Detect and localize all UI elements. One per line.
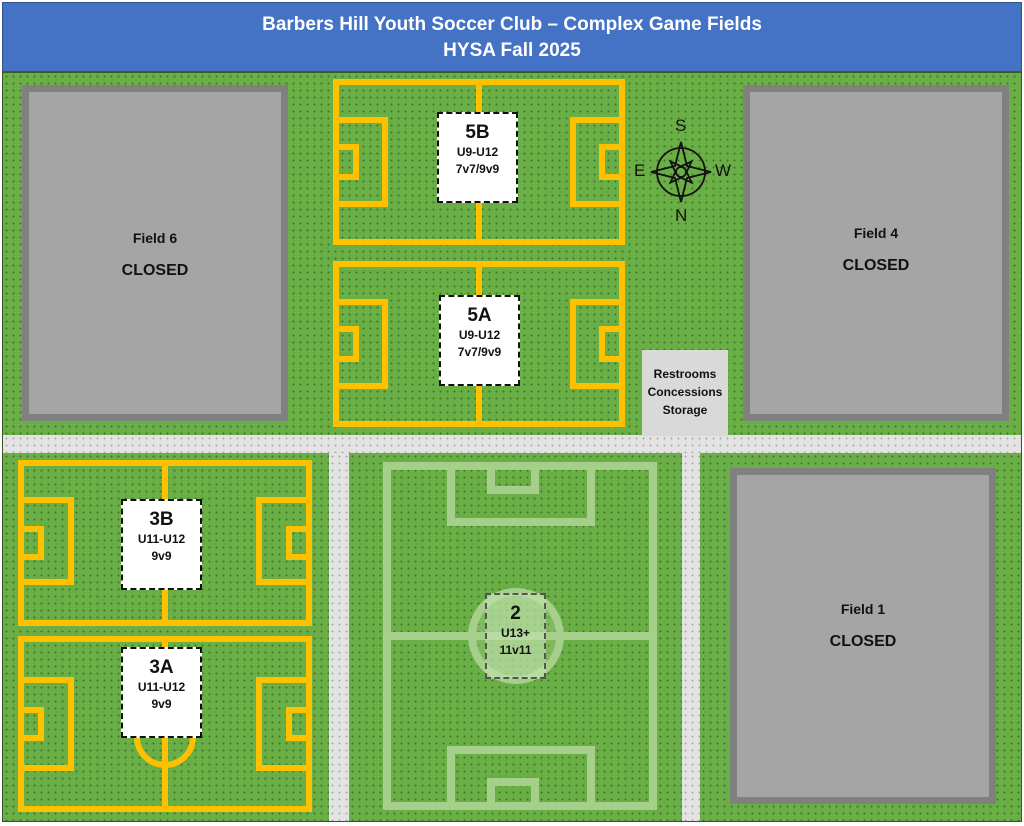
compass-left-label: E xyxy=(634,161,646,180)
field-1-name: Field 1 xyxy=(840,601,886,617)
walkway-vertical-west xyxy=(329,453,349,821)
field-5b-format: 7v7/9v9 xyxy=(455,162,500,176)
field-3a-age: U11-U12 xyxy=(137,680,186,694)
field-3a-id: 3A xyxy=(149,657,174,678)
compass-bottom-label: N xyxy=(675,206,688,225)
compass-rose-icon xyxy=(650,141,712,203)
map-subtitle: HYSA Fall 2025 xyxy=(443,40,581,61)
compass-right-label: W xyxy=(715,161,732,180)
field-5b-label[interactable]: 5B U9-U12 7v7/9v9 xyxy=(437,112,518,203)
map-title: Barbers Hill Youth Soccer Club – Complex… xyxy=(262,14,762,35)
compass-top-label: S xyxy=(675,116,687,135)
field-5b-age: U9-U12 xyxy=(456,145,499,159)
field-2-label[interactable]: 2 U13+ 11v11 xyxy=(485,593,546,679)
field-3a-pitch[interactable] xyxy=(15,633,315,815)
field-6-status: CLOSED xyxy=(121,262,189,279)
field-5a-format: 7v7/9v9 xyxy=(457,345,502,359)
complex-map: Field 6 CLOSED Field 4 CLOSED Field 1 CL… xyxy=(2,72,1022,822)
map-header: Barbers Hill Youth Soccer Club – Complex… xyxy=(2,2,1022,72)
field-3b-age: U11-U12 xyxy=(137,532,186,546)
building-line-storage: Storage xyxy=(662,403,708,417)
building-line-concessions: Concessions xyxy=(647,385,723,399)
field-5a-id: 5A xyxy=(467,305,492,326)
building-line-restrooms: Restrooms xyxy=(653,367,717,381)
field-1-closed[interactable]: Field 1 CLOSED xyxy=(730,468,996,804)
field-3a-format: 9v9 xyxy=(151,697,172,711)
field-4-status: CLOSED xyxy=(842,257,910,274)
field-1-status: CLOSED xyxy=(829,633,897,650)
field-2-format: 11v11 xyxy=(499,643,532,657)
field-6-name: Field 6 xyxy=(132,230,178,246)
walkway-horizontal xyxy=(3,435,1021,453)
field-6-closed[interactable]: Field 6 CLOSED xyxy=(22,85,288,421)
field-4-name: Field 4 xyxy=(853,225,899,241)
field-2-id: 2 xyxy=(510,603,521,624)
field-3a-label[interactable]: 3A U11-U12 9v9 xyxy=(121,647,202,738)
field-5a-age: U9-U12 xyxy=(458,328,501,342)
field-5b-pitch[interactable] xyxy=(329,77,629,247)
field-4-closed[interactable]: Field 4 CLOSED xyxy=(743,85,1009,421)
field-5b-id: 5B xyxy=(465,122,490,143)
restrooms-concessions-building[interactable]: Restrooms Concessions Storage xyxy=(642,350,728,436)
field-2-age: U13+ xyxy=(500,626,531,640)
field-3b-label[interactable]: 3B U11-U12 9v9 xyxy=(121,499,202,590)
field-3b-format: 9v9 xyxy=(151,549,172,563)
field-3b-id: 3B xyxy=(149,509,174,530)
field-5a-label[interactable]: 5A U9-U12 7v7/9v9 xyxy=(439,295,520,386)
walkway-vertical-east xyxy=(682,453,700,821)
